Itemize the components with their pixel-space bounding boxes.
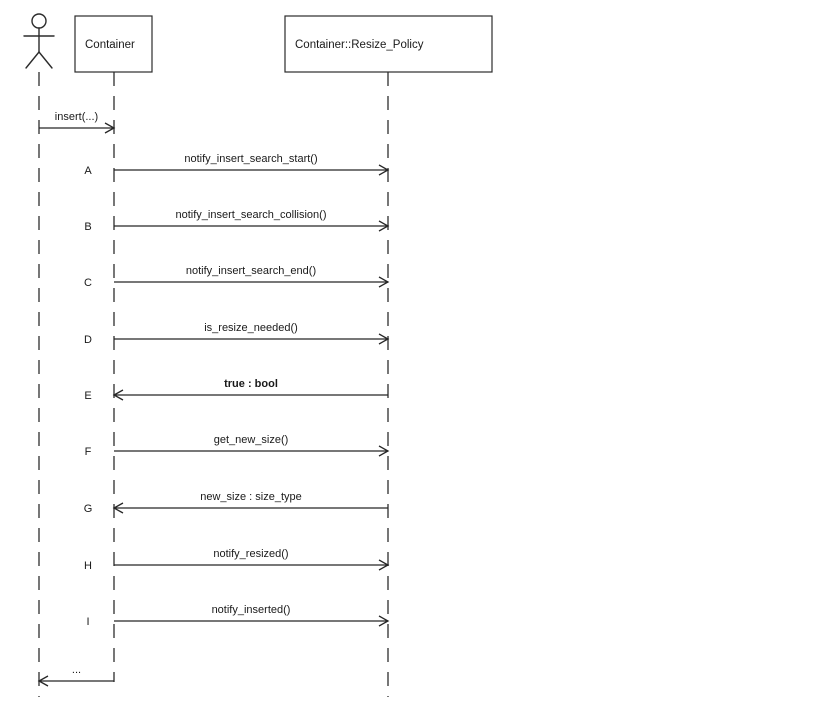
message-arrowhead bbox=[378, 615, 390, 627]
step-letter-d: D bbox=[84, 334, 92, 346]
message-n0[interactable]: insert(...) bbox=[39, 111, 116, 134]
message-f[interactable]: get_new_size() F bbox=[85, 434, 390, 458]
step-letter-f: F bbox=[85, 446, 92, 458]
participant-box-resize_policy bbox=[284, 15, 493, 73]
message-label: new_size : size_type bbox=[200, 491, 302, 503]
participant-label-container: Container bbox=[85, 39, 135, 51]
message-n10[interactable]: ... bbox=[37, 664, 114, 687]
message-label: get_new_size() bbox=[214, 434, 289, 446]
message-label: notify_insert_search_collision() bbox=[175, 209, 326, 221]
step-letter-i: I bbox=[86, 616, 89, 628]
message-label: notify_resized() bbox=[213, 548, 288, 560]
lifelines-group bbox=[38, 72, 389, 697]
participant-resize_policy[interactable]: Container::Resize_Policy bbox=[284, 15, 493, 73]
message-a[interactable]: notify_insert_search_start() A bbox=[84, 153, 390, 177]
actor-leg-left-icon bbox=[25, 51, 40, 69]
message-label: is_resize_needed() bbox=[204, 322, 298, 334]
participant-box-container bbox=[74, 15, 153, 73]
message-b[interactable]: notify_insert_search_collision() B bbox=[84, 209, 390, 233]
actor-figure[interactable] bbox=[23, 13, 55, 69]
message-label: notify_insert_search_end() bbox=[186, 265, 316, 277]
message-arrowhead bbox=[378, 559, 390, 571]
message-label: insert(...) bbox=[55, 111, 98, 123]
message-arrowhead bbox=[378, 276, 390, 288]
messages-group: insert(...) notify_insert_search_start() A… bbox=[37, 111, 390, 687]
message-arrowhead bbox=[112, 389, 124, 401]
message-label: notify_insert_search_start() bbox=[184, 153, 317, 165]
message-d[interactable]: is_resize_needed() D bbox=[84, 322, 390, 346]
message-label: ... bbox=[72, 664, 81, 676]
step-letter-b: B bbox=[84, 221, 91, 233]
message-label: notify_inserted() bbox=[212, 604, 291, 616]
message-arrowhead bbox=[378, 164, 390, 176]
actor-head-icon bbox=[31, 13, 47, 29]
step-letter-a: A bbox=[84, 165, 92, 177]
participant-container[interactable]: Container bbox=[74, 15, 153, 73]
step-letter-g: G bbox=[84, 503, 93, 515]
message-arrowhead bbox=[378, 445, 390, 457]
participant-boxes-group: Container Container::Resize_Policy bbox=[74, 15, 493, 73]
message-arrowhead bbox=[104, 122, 116, 134]
message-arrowhead bbox=[37, 675, 49, 687]
actor-leg-right-icon bbox=[38, 51, 53, 69]
message-arrowhead bbox=[378, 220, 390, 232]
participant-label-resize_policy: Container::Resize_Policy bbox=[295, 39, 424, 51]
step-letter-e: E bbox=[84, 390, 91, 402]
message-c[interactable]: notify_insert_search_end() C bbox=[84, 265, 390, 289]
message-arrowhead bbox=[378, 333, 390, 345]
message-h[interactable]: notify_resized() H bbox=[84, 548, 390, 572]
message-i[interactable]: notify_inserted() I bbox=[86, 604, 390, 628]
message-arrowhead bbox=[112, 502, 124, 514]
step-letter-h: H bbox=[84, 560, 92, 572]
message-label: true : bool bbox=[224, 378, 278, 390]
step-letter-c: C bbox=[84, 277, 92, 289]
